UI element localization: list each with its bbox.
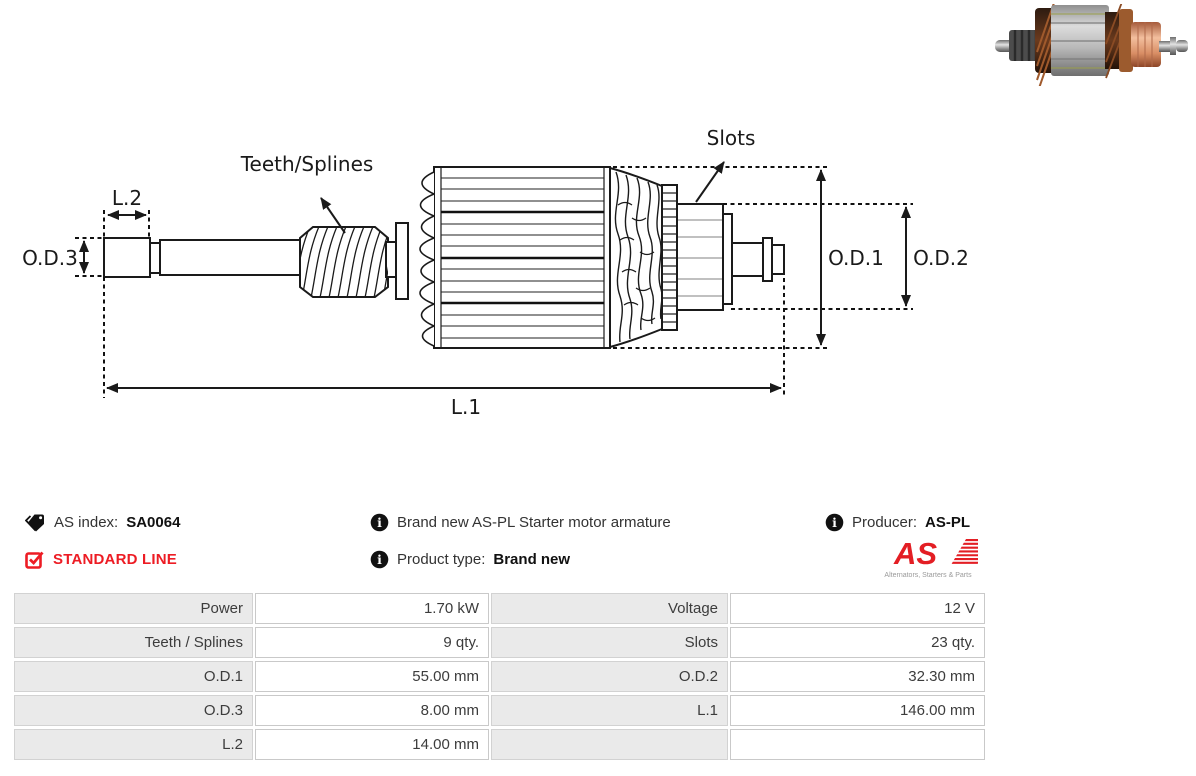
logo-as-text: AS: [893, 536, 937, 571]
spec-label-cell: L.2: [14, 729, 253, 760]
commutator-lines: [678, 219, 722, 297]
producer-label: Producer:: [852, 513, 918, 531]
label-od1: O.D.1: [828, 246, 884, 270]
spec-label-cell: O.D.3: [14, 695, 253, 726]
spec-value-cell: 1.70 kW: [255, 593, 489, 624]
standard-line-row: STANDARD LINE: [25, 549, 180, 569]
spec-label-cell: Power: [14, 593, 253, 624]
info-column-right: i Producer: AS-PL: [825, 512, 970, 549]
winding-wires: [609, 167, 663, 348]
spec-value-cell: 12 V: [730, 593, 985, 624]
as-pl-logo: AS Alternators, Starters & Parts: [878, 533, 1000, 586]
core-laminations: [440, 167, 605, 348]
spec-label-cell: Voltage: [491, 593, 728, 624]
technical-diagram: L.2 O.D.3 Teeth/Splines Slots O.D.1 O.D.…: [22, 126, 969, 419]
standard-line-label: STANDARD LINE: [53, 550, 177, 568]
spec-value-cell: 14.00 mm: [255, 729, 489, 760]
product-type-label: Product type:: [397, 550, 486, 568]
as-index-label: AS index:: [54, 513, 119, 531]
spec-value-cell: [730, 729, 985, 760]
spec-value-cell: 9 qty.: [255, 627, 489, 658]
logo-caption: Alternators, Starters & Parts: [884, 572, 972, 579]
spec-value-cell: 55.00 mm: [255, 661, 489, 692]
producer-row: i Producer: AS-PL: [825, 512, 970, 532]
info-icon: i: [370, 513, 389, 532]
product-photo: [995, 4, 1188, 86]
tags-icon: [25, 513, 46, 532]
info-icon: i: [370, 550, 389, 569]
spec-value-cell: 32.30 mm: [730, 661, 985, 692]
as-index-row: AS index: SA0064: [25, 512, 180, 532]
spec-label-cell: Teeth / Splines: [14, 627, 253, 658]
spec-label-cell: [491, 729, 728, 760]
info-column-left: AS index: SA0064 STANDARD LINE: [25, 512, 180, 586]
checkbox-icon: [25, 550, 45, 569]
spec-value-cell: 8.00 mm: [255, 695, 489, 726]
spec-value-cell: 146.00 mm: [730, 695, 985, 726]
svg-text:i: i: [832, 515, 837, 530]
label-od2: O.D.2: [913, 246, 969, 270]
spec-value-cell: 23 qty.: [730, 627, 985, 658]
spec-label-cell: O.D.2: [491, 661, 728, 692]
label-l2: L.2: [112, 186, 142, 210]
description-row: i Brand new AS-PL Starter motor armature: [370, 512, 671, 532]
as-index-value: SA0064: [126, 513, 181, 531]
product-type-value: Brand new: [493, 550, 571, 568]
dimension-arrows: [79, 161, 911, 393]
label-slots: Slots: [707, 126, 756, 150]
product-description: Brand new AS-PL Starter motor armature: [397, 513, 671, 531]
core-scallops: [419, 171, 435, 347]
spec-label-cell: Slots: [491, 627, 728, 658]
label-od3: O.D.3: [22, 246, 78, 270]
spec-label-cell: O.D.1: [14, 661, 253, 692]
label-teeth-splines: Teeth/Splines: [240, 152, 374, 176]
spec-label-cell: L.1: [491, 695, 728, 726]
producer-value: AS-PL: [925, 513, 971, 531]
info-icon: i: [825, 513, 844, 532]
svg-text:i: i: [377, 515, 382, 530]
svg-text:i: i: [377, 552, 382, 567]
info-column-middle: i Brand new AS-PL Starter motor armature…: [370, 512, 671, 586]
slot-rungs: [662, 192, 677, 323]
logo-stripes: [951, 538, 1000, 564]
product-type-row: i Product type: Brand new: [370, 549, 671, 569]
label-l1: L.1: [451, 395, 481, 419]
